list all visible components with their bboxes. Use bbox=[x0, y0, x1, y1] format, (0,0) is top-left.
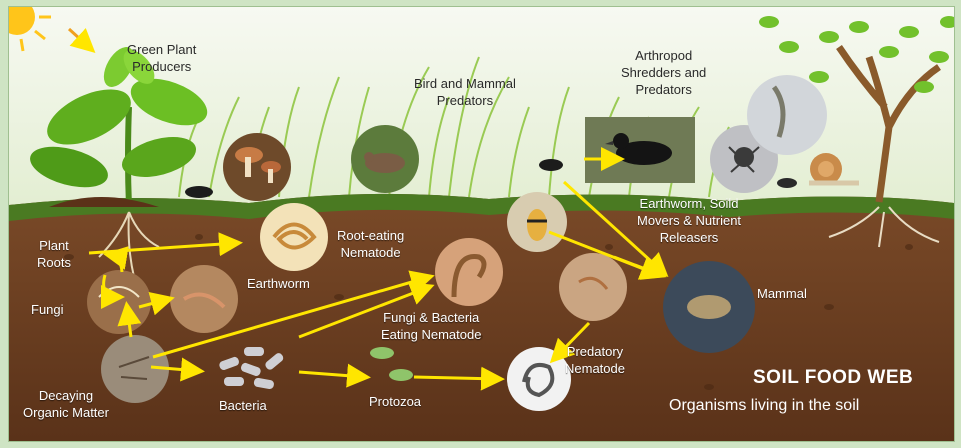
predatory-nematode-icon bbox=[507, 347, 571, 411]
label-root-eating-nematode: Root-eating Nematode bbox=[337, 227, 404, 261]
label-green-plant-producers: Green Plant Producers bbox=[127, 41, 196, 75]
label-earthworm-soil-movers: Earthworm, Soild Movers & Nutrient Relea… bbox=[637, 195, 741, 246]
earthworm-soil-icon bbox=[170, 265, 238, 333]
fungi-icon bbox=[87, 270, 151, 334]
mushroom-icon bbox=[223, 133, 291, 201]
mouse-icon bbox=[351, 125, 419, 193]
mole-icon bbox=[663, 261, 755, 353]
label-arthropod-shredders: Arthropod Shredders and Predators bbox=[621, 47, 706, 98]
fungi-soil-icon bbox=[559, 253, 627, 321]
bee-icon bbox=[507, 192, 567, 252]
label-earthworm: Earthworm bbox=[247, 275, 310, 292]
label-decaying-organic-matter: Decaying Organic Matter bbox=[23, 387, 109, 421]
label-protozoa: Protozoa bbox=[369, 393, 421, 410]
label-fungi: Fungi bbox=[31, 301, 64, 318]
label-bird-mammal-predators: Bird and Mammal Predators bbox=[414, 75, 516, 109]
ground-beetle-icon bbox=[777, 178, 797, 188]
label-bacteria: Bacteria bbox=[219, 397, 267, 414]
label-predatory-nematode: Predatory Nematode bbox=[565, 343, 625, 377]
centipede-icon bbox=[747, 75, 827, 155]
earthworm-icon bbox=[260, 203, 328, 271]
label-plant-roots: Plant Roots bbox=[37, 237, 71, 271]
soil-food-web-diagram: Green Plant Producers Bird and Mammal Pr… bbox=[8, 6, 955, 442]
diagram-title: SOIL FOOD WEB bbox=[753, 367, 913, 389]
diagram-subtitle: Organisms living in the soil bbox=[669, 397, 859, 415]
nematode-icon bbox=[435, 238, 503, 306]
bird-icon bbox=[585, 117, 695, 183]
label-mammal: Mammal bbox=[757, 285, 807, 302]
label-fungi-bacteria-nematode: Fungi & Bacteria Eating Nematode bbox=[381, 309, 481, 343]
